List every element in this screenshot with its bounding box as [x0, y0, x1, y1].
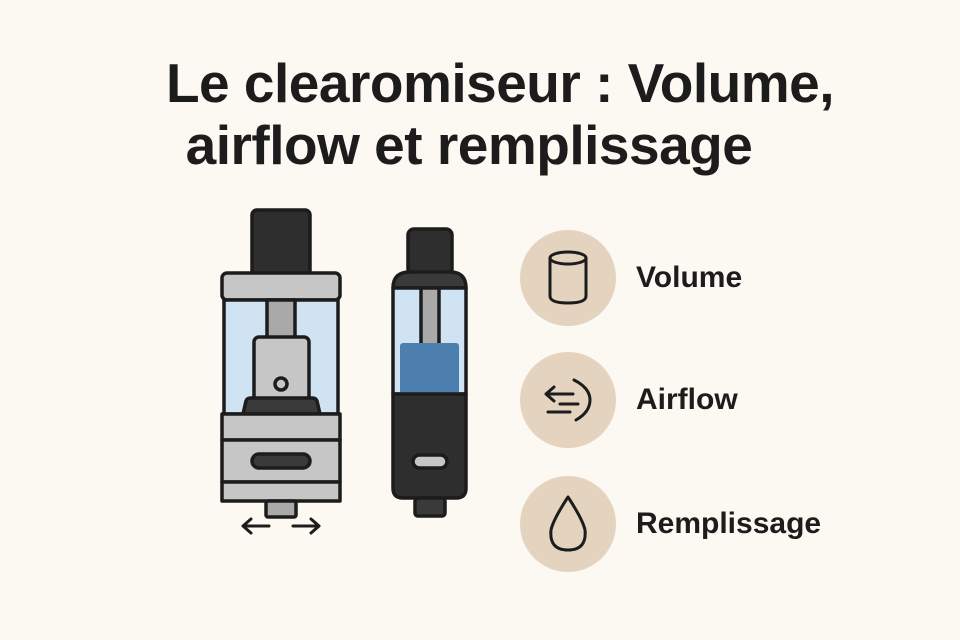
- refill-icon-badge: [520, 476, 616, 572]
- feature-label: Airflow: [636, 383, 738, 416]
- page-title: Le clearomiseur : Volume, airflow et rem…: [0, 52, 960, 176]
- feature-label: Volume: [636, 261, 743, 294]
- large-tank-clearomizer-illustration: [220, 208, 342, 535]
- volume-icon-badge: [520, 230, 616, 326]
- droplet-icon: [549, 495, 587, 552]
- title-line-2: airflow et remplissage: [185, 114, 753, 176]
- title-line-1: Le clearomiseur : Volume,: [165, 52, 835, 114]
- cylinder-icon: [548, 250, 588, 305]
- feature-label: Remplissage: [636, 507, 822, 540]
- airflow-arrows-icon: [544, 378, 592, 422]
- feature-volume: Volume: [520, 230, 742, 326]
- airflow-icon-badge: [520, 352, 616, 448]
- slim-pod-clearomizer-illustration: [391, 227, 468, 518]
- feature-airflow: Airflow: [520, 352, 738, 448]
- feature-remplissage: Remplissage: [520, 476, 821, 572]
